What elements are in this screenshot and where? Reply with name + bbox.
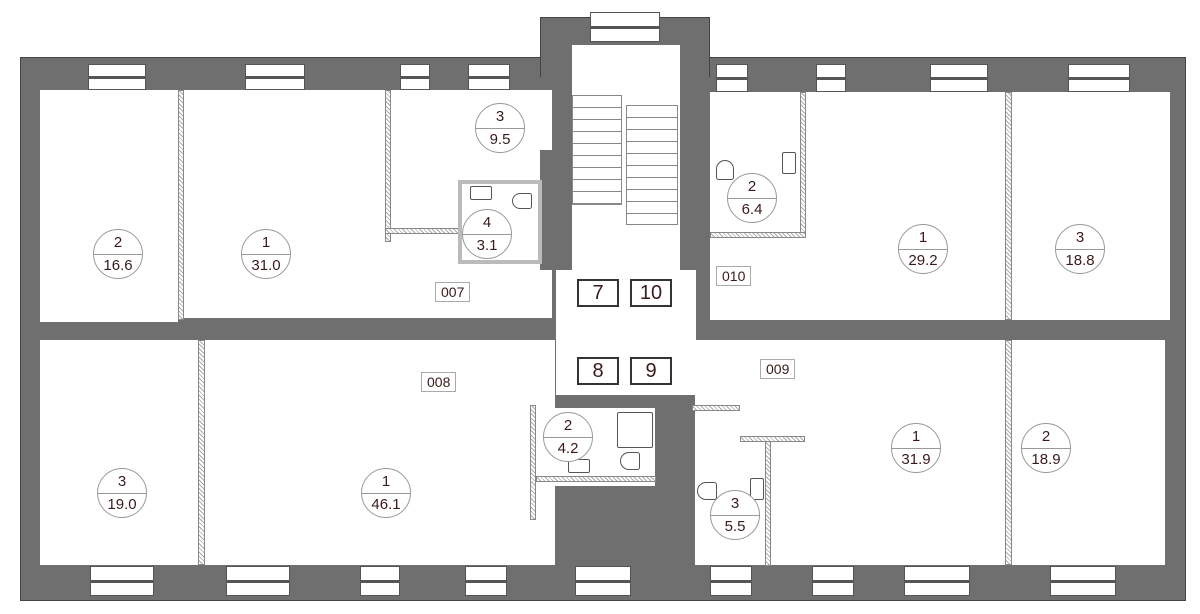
partition <box>530 405 536 520</box>
room-010-3 <box>1012 92 1170 320</box>
partition <box>710 232 806 238</box>
apartment-tag-007: 007 <box>435 282 471 302</box>
room-area: 16.6 <box>103 257 133 274</box>
partition <box>385 228 460 234</box>
partition <box>765 436 771 566</box>
sink-icon <box>750 478 764 500</box>
apartment-tag-009: 009 <box>760 359 796 379</box>
partition <box>740 436 805 442</box>
room-number: 2 <box>728 174 776 199</box>
window <box>710 566 752 596</box>
window <box>90 566 154 596</box>
room-area: 31.9 <box>901 451 931 468</box>
room-number: 1 <box>242 230 290 255</box>
room-area: 19.0 <box>107 496 137 513</box>
room-area: 29.2 <box>908 252 938 269</box>
window <box>812 566 854 596</box>
room-area: 9.5 <box>489 131 511 148</box>
partition <box>1005 340 1012 565</box>
room-number: 1 <box>899 225 947 250</box>
room-number: 3 <box>476 104 524 129</box>
window <box>88 64 146 90</box>
apartment-tag-008: 008 <box>421 372 457 392</box>
room-number: 4 <box>463 210 511 235</box>
window <box>1068 64 1130 92</box>
room-007-2 <box>40 90 178 322</box>
room-area: 18.9 <box>1031 451 1061 468</box>
sink-icon <box>470 186 492 200</box>
wall-block <box>680 395 692 565</box>
window <box>226 566 290 596</box>
unit-box-7: 7 <box>577 279 619 307</box>
partition <box>1005 92 1012 320</box>
window <box>1050 566 1116 596</box>
stair-flight-right <box>626 105 678 225</box>
room-area: 6.4 <box>741 201 763 218</box>
room-number: 2 <box>94 230 142 255</box>
room-number: 3 <box>98 469 146 494</box>
toilet-icon <box>512 193 532 209</box>
room-number: 3 <box>711 491 759 516</box>
toilet-icon <box>620 452 640 470</box>
partition <box>198 340 205 565</box>
room-area: 31.0 <box>251 257 281 274</box>
room-number: 1 <box>892 424 940 449</box>
stair-flight-left <box>572 95 622 205</box>
sink-icon <box>568 459 590 473</box>
room-number: 1 <box>362 469 410 494</box>
window <box>360 566 400 596</box>
room-number: 2 <box>1022 424 1070 449</box>
window <box>575 566 631 596</box>
window <box>245 64 305 90</box>
window <box>400 64 430 90</box>
toilet-icon <box>697 482 717 500</box>
partition <box>385 90 391 242</box>
partition <box>800 92 806 237</box>
window <box>930 64 988 92</box>
partition <box>692 405 740 411</box>
room-008-3 <box>40 340 198 565</box>
room-area: 18.8 <box>1065 252 1095 269</box>
room-area: 3.1 <box>476 237 498 254</box>
window <box>816 64 846 92</box>
unit-box-8: 8 <box>577 357 619 385</box>
window <box>465 566 507 596</box>
wall-block <box>540 150 556 270</box>
room-number: 3 <box>1056 225 1104 250</box>
partition <box>178 90 184 320</box>
room-number: 2 <box>544 413 592 438</box>
room-area: 5.5 <box>724 518 746 535</box>
window <box>590 12 660 42</box>
room-008-1 <box>205 340 555 565</box>
window <box>716 64 748 92</box>
shower-icon <box>617 412 653 448</box>
apartment-tag-010: 010 <box>716 266 752 286</box>
toilet-icon <box>716 160 734 180</box>
room-area: 4.2 <box>557 440 579 457</box>
room-area: 46.1 <box>371 496 401 513</box>
partition <box>536 476 656 482</box>
unit-box-10: 10 <box>630 279 672 307</box>
window <box>904 566 970 596</box>
unit-box-9: 9 <box>630 357 672 385</box>
window <box>468 64 510 90</box>
sink-icon <box>782 152 796 174</box>
